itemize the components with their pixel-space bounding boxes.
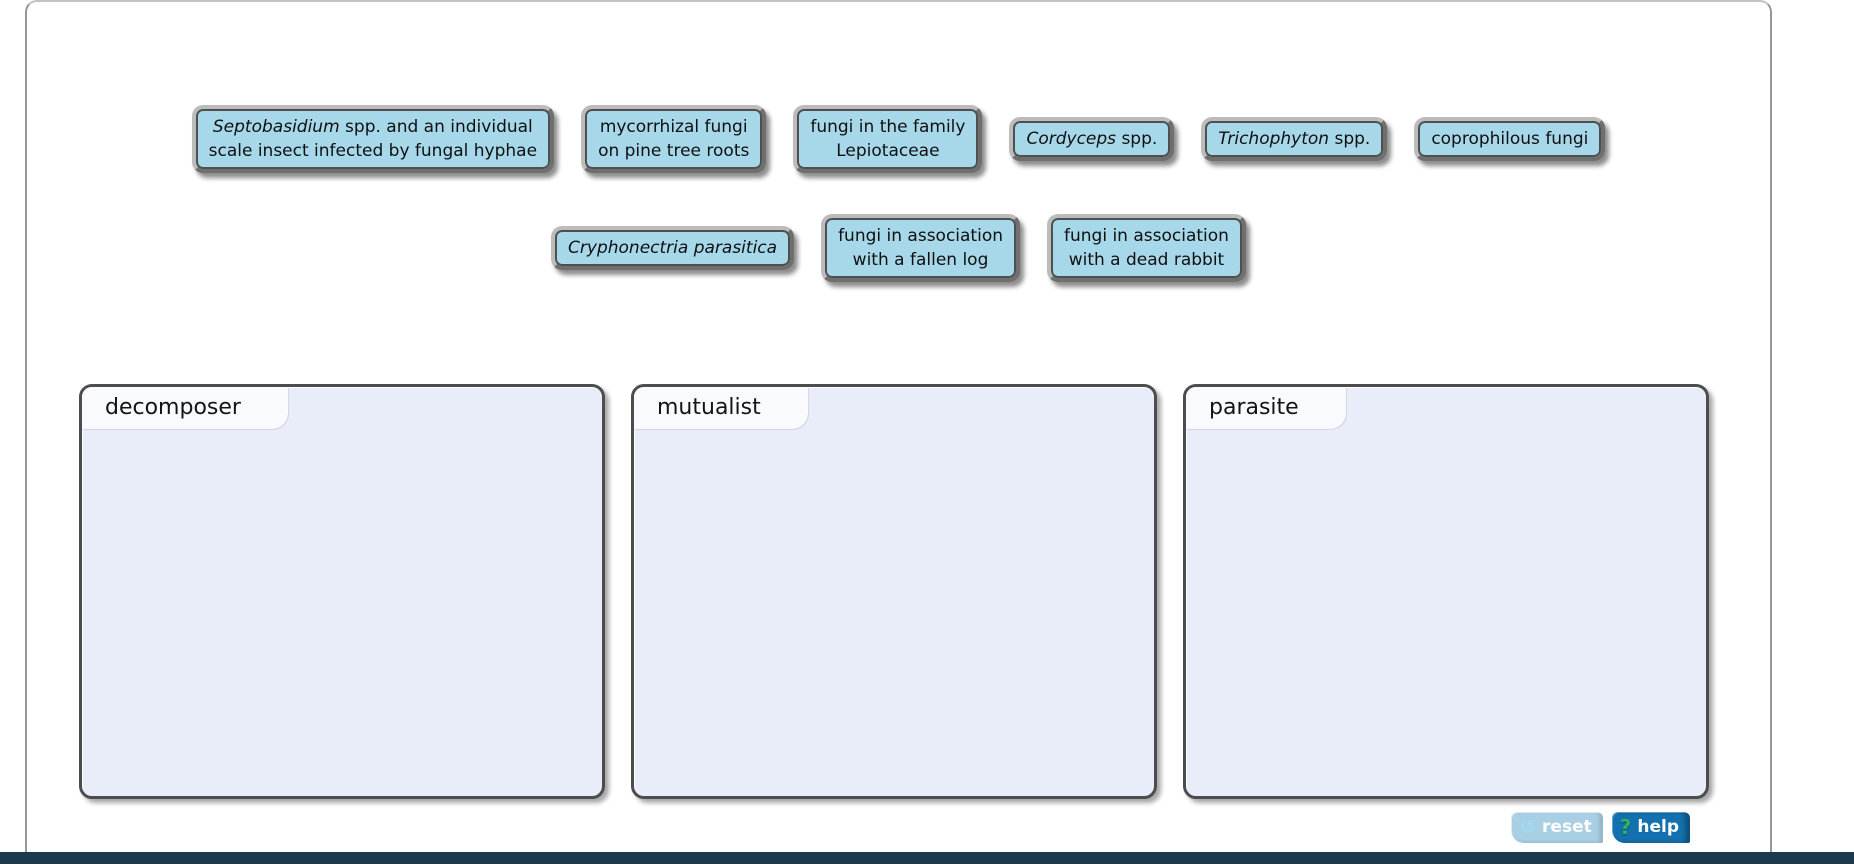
bin-label-mutualist: mutualist [634, 387, 808, 429]
token-cordyceps[interactable]: Cordyceps spp. [1009, 117, 1175, 161]
token-row-1: Septobasidium spp. and an individual scal… [27, 105, 1770, 173]
token-coprophilous-fungi[interactable]: coprophilous fungi [1414, 117, 1606, 161]
help-button-label: help [1637, 816, 1679, 837]
bin-mutualist[interactable]: mutualist [631, 384, 1157, 799]
token-line: fungi in association [838, 226, 1003, 246]
token-line: coprophilous fungi [1431, 129, 1589, 149]
token-mycorrhizal-pine-roots[interactable]: mycorrhizal fungi on pine tree roots [581, 105, 767, 173]
token-trichophyton[interactable]: Trichophyton spp. [1201, 117, 1388, 161]
category-bins: decomposer mutualist parasite [79, 384, 1709, 799]
token-line: fungi in association [1064, 226, 1229, 246]
token-line: with a dead rabbit [1068, 250, 1225, 270]
token-area: Septobasidium spp. and an individual scal… [27, 2, 1770, 282]
reset-button[interactable]: ↺ reset [1511, 812, 1603, 843]
token-row-2: Cryphonectria parasitica fungi in associa… [27, 214, 1770, 282]
token-septobasidium-scale-insect[interactable]: Septobasidium spp. and an individual scal… [191, 105, 555, 173]
token-line: on pine tree roots [598, 141, 750, 161]
token-line: mycorrhizal fungi [599, 117, 748, 137]
reset-button-label: reset [1542, 816, 1592, 837]
token-cryphonectria-parasitica[interactable]: Cryphonectria parasitica [551, 226, 795, 270]
bin-label-decomposer: decomposer [82, 387, 288, 429]
token-line: fungi in the family [810, 117, 966, 137]
help-question-icon: ? [1619, 814, 1632, 839]
token-line: Trichophyton spp. [1218, 129, 1371, 149]
token-line: Lepiotaceae [836, 141, 940, 161]
bin-label-parasite: parasite [1186, 387, 1346, 429]
toolbar: ↺ reset ? help [1511, 812, 1690, 843]
token-line: scale insect infected by fungal hyphae [208, 141, 538, 161]
bottom-bar [0, 852, 1854, 864]
token-fallen-log[interactable]: fungi in association with a fallen log [821, 214, 1020, 282]
token-line: Cordyceps spp. [1026, 129, 1158, 149]
activity-panel: Septobasidium spp. and an individual scal… [25, 0, 1772, 852]
reset-icon: ↺ [1519, 814, 1537, 839]
bin-decomposer[interactable]: decomposer [79, 384, 605, 799]
token-line: Septobasidium spp. and an individual [212, 117, 533, 137]
help-button[interactable]: ? help [1611, 812, 1690, 843]
token-dead-rabbit[interactable]: fungi in association with a dead rabbit [1047, 214, 1246, 282]
token-line: Cryphonectria parasitica [568, 238, 778, 258]
bin-parasite[interactable]: parasite [1183, 384, 1709, 799]
token-line: with a fallen log [852, 250, 989, 270]
